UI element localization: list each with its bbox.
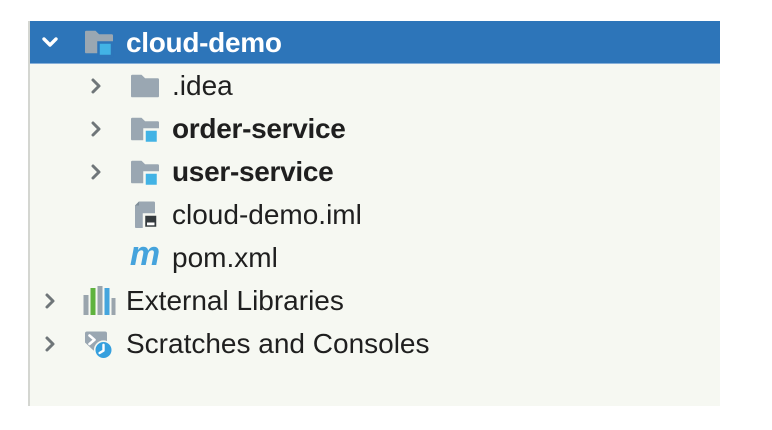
module-folder-icon [128, 112, 162, 146]
tree-item-user-service[interactable]: user-service [30, 150, 720, 193]
chevron-right-icon[interactable] [84, 64, 108, 107]
tree-item-order-service[interactable]: order-service [30, 107, 720, 150]
tree-item-scratches-and-consoles[interactable]: Scratches and Consoles [30, 322, 720, 365]
tree-item-label: pom.xml [172, 242, 278, 273]
chevron-right-icon[interactable] [38, 279, 62, 322]
maven-icon: m [128, 237, 162, 275]
tree-item-external-libraries[interactable]: External Libraries [30, 279, 720, 322]
chevron-right-icon[interactable] [84, 107, 108, 150]
external-libraries-icon [82, 284, 116, 318]
tree-item-pom-xml[interactable]: m pom.xml [30, 236, 720, 279]
chevron-spacer [84, 236, 108, 279]
scratches-icon [82, 327, 116, 361]
tree-item-label: Scratches and Consoles [126, 328, 430, 359]
tree-item-label: order-service [172, 113, 346, 144]
tree-item-label: user-service [172, 156, 334, 187]
tree-item-label: cloud-demo.iml [172, 199, 362, 230]
project-tree-panel: cloud-demo .idea order-service [28, 21, 720, 406]
tree-item-label: cloud-demo [126, 26, 282, 58]
chevron-spacer [84, 193, 108, 236]
iml-file-icon [128, 198, 162, 232]
chevron-right-icon[interactable] [38, 322, 62, 365]
tree-item-label: External Libraries [126, 285, 344, 316]
chevron-down-icon[interactable] [38, 21, 62, 64]
maven-m-glyph: m [129, 234, 161, 273]
module-folder-icon [128, 155, 162, 189]
tree-item-cloud-demo-iml[interactable]: cloud-demo.iml [30, 193, 720, 236]
tree-item-label: .idea [172, 70, 233, 101]
folder-icon [128, 69, 162, 103]
tree-item-idea[interactable]: .idea [30, 64, 720, 107]
tree-item-cloud-demo[interactable]: cloud-demo [30, 21, 720, 64]
chevron-right-icon[interactable] [84, 150, 108, 193]
module-folder-icon [82, 25, 116, 59]
